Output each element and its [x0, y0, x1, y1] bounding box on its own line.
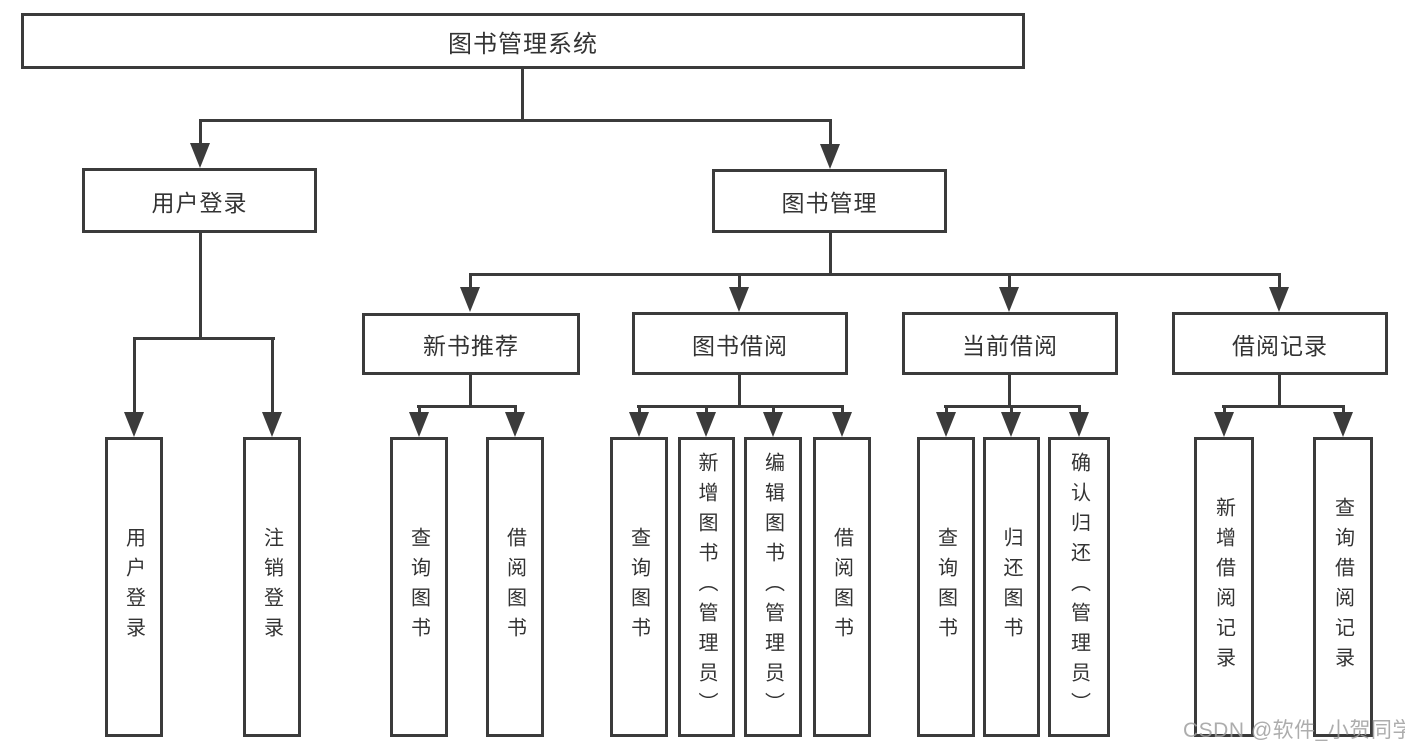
arrow-down-icon: [999, 287, 1019, 312]
arrow-down-icon: [1269, 287, 1289, 312]
connector-drop: [945, 405, 948, 415]
arrow-down-icon: [832, 412, 852, 437]
arrow-down-icon: [820, 144, 840, 169]
connector-level2-bus: [199, 119, 832, 122]
connector-book-borrow-stem: [738, 375, 741, 408]
node-borrow-record-label: 借阅记录: [1232, 332, 1328, 359]
node-bb-borrow: 借阅图书: [813, 437, 871, 737]
connector-drop: [1008, 273, 1011, 289]
node-br-query: 查询借阅记录: [1313, 437, 1373, 737]
node-cb-query-label: 查询图书: [934, 527, 957, 647]
connector-borrow-record-stem: [1278, 375, 1281, 408]
arrow-down-icon: [409, 412, 429, 437]
node-cb-query: 查询图书: [917, 437, 975, 737]
node-current-borrow: 当前借阅: [902, 312, 1118, 375]
connector-drop: [1342, 405, 1345, 415]
node-cb-return-label: 归还图书: [1000, 527, 1022, 647]
node-user-login-label: 用户登录: [151, 189, 248, 216]
arrow-down-icon: [460, 287, 480, 312]
node-br-add-label: 新增借阅记录: [1212, 497, 1235, 677]
connector-drop: [199, 119, 202, 146]
connector-drop: [1078, 405, 1081, 415]
node-cb-confirm: 确认归还（管理员）: [1048, 437, 1110, 737]
node-new-book-label: 新书推荐: [423, 333, 519, 359]
node-book-borrow: 图书借阅: [632, 312, 848, 375]
connector-drop: [514, 405, 517, 415]
arrow-down-icon: [936, 412, 956, 437]
arrow-down-icon: [1001, 412, 1021, 437]
node-root-label: 图书管理系统: [448, 30, 598, 58]
connector-drop: [1223, 405, 1226, 415]
arrow-down-icon: [763, 412, 783, 437]
connector-user-login-bus: [133, 337, 275, 340]
arrow-down-icon: [629, 412, 649, 437]
connector-drop: [271, 337, 274, 414]
connector-new-book-bus: [417, 405, 517, 408]
connector-drop: [638, 405, 641, 415]
arrow-down-icon: [1214, 412, 1234, 437]
arrow-down-icon: [696, 412, 716, 437]
connector-drop: [772, 405, 775, 415]
node-bb-edit: 编辑图书（管理员）: [744, 437, 802, 737]
node-borrow-record: 借阅记录: [1172, 312, 1388, 375]
csdn-watermark: CSDN @软件_小贺同学: [1183, 719, 1405, 742]
node-book-borrow-label: 图书借阅: [692, 332, 788, 359]
node-nb-query-label: 查询图书: [407, 527, 430, 647]
connector-user-login-stem: [199, 233, 202, 340]
arrow-down-icon: [1069, 412, 1089, 437]
connector-drop: [1278, 273, 1281, 289]
node-bb-add-label: 新增图书（管理员）: [695, 452, 717, 722]
connector-drop: [738, 273, 741, 289]
node-ul-login-label: 用户登录: [122, 527, 145, 647]
node-bb-borrow-label: 借阅图书: [830, 527, 853, 647]
node-br-query-label: 查询借阅记录: [1331, 497, 1354, 677]
connector-borrow-record-bus: [1222, 405, 1345, 408]
connector-level3-bus: [469, 273, 1281, 276]
connector-drop: [469, 273, 472, 289]
node-book-mgmt: 图书管理: [712, 169, 947, 233]
node-nb-query: 查询图书: [390, 437, 448, 737]
node-new-book: 新书推荐: [362, 313, 580, 375]
arrow-down-icon: [124, 412, 144, 437]
arrow-down-icon: [505, 412, 525, 437]
connector-drop: [841, 405, 844, 415]
connector-drop: [418, 405, 421, 415]
node-br-add: 新增借阅记录: [1194, 437, 1254, 737]
arrow-down-icon: [190, 143, 210, 168]
node-bb-query: 查询图书: [610, 437, 668, 737]
arrow-down-icon: [262, 412, 282, 437]
node-book-mgmt-label: 图书管理: [781, 190, 878, 216]
node-bb-edit-label: 编辑图书（管理员）: [761, 452, 784, 722]
connector-drop: [829, 119, 832, 147]
connector-drop: [705, 405, 708, 415]
node-bb-add: 新增图书（管理员）: [678, 437, 735, 737]
node-ul-logout-label: 注销登录: [260, 527, 283, 647]
node-ul-logout: 注销登录: [243, 437, 301, 737]
connector-current-borrow-stem: [1008, 375, 1011, 408]
node-root: 图书管理系统: [21, 13, 1025, 69]
connector-root-stem: [521, 69, 524, 119]
arrow-down-icon: [1333, 412, 1353, 437]
node-bb-query-label: 查询图书: [627, 527, 650, 647]
connector-book-borrow-bus: [637, 405, 844, 408]
node-ul-login: 用户登录: [105, 437, 163, 737]
connector-book-mgmt-stem: [829, 233, 832, 276]
connector-drop: [133, 337, 136, 414]
node-nb-borrow: 借阅图书: [486, 437, 544, 737]
node-user-login: 用户登录: [82, 168, 317, 233]
node-cb-confirm-label: 确认归还（管理员）: [1067, 452, 1090, 722]
connector-new-book-stem: [469, 375, 472, 408]
connector-drop: [1010, 405, 1013, 415]
node-cb-return: 归还图书: [983, 437, 1040, 737]
node-current-borrow-label: 当前借阅: [962, 332, 1058, 359]
node-nb-borrow-label: 借阅图书: [503, 527, 526, 647]
arrow-down-icon: [729, 287, 749, 312]
